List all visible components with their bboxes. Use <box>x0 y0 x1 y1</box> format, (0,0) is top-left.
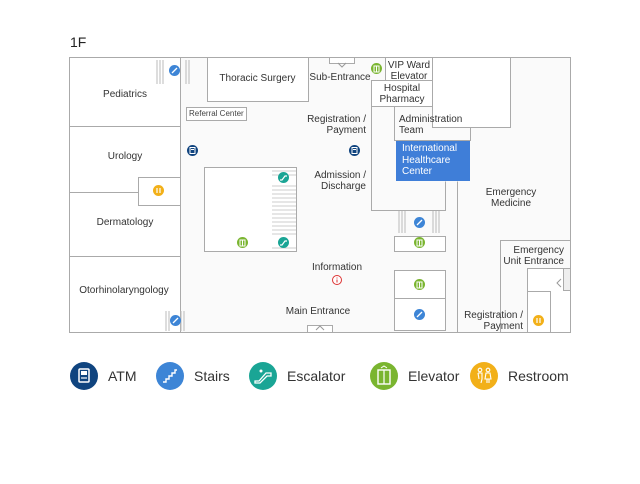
room-referral-center: Referral Center <box>186 107 247 121</box>
eue-line-2: Unit Entrance <box>503 256 564 267</box>
pharmacy-line-2: Pharmacy <box>379 94 425 105</box>
vip-line-1: VIP Ward <box>387 60 431 71</box>
room-administration-team: Administration Team <box>399 114 471 136</box>
em-line-2: Medicine <box>490 198 532 209</box>
reg-line-2: Payment <box>326 125 366 136</box>
stairs-icon <box>156 362 184 390</box>
legend-label: Restroom <box>508 368 569 384</box>
vip-line-2: Elevator <box>390 71 428 82</box>
elevator-icon <box>370 362 398 390</box>
elevator-icon[interactable] <box>371 63 382 74</box>
ihc-line-1: International <box>402 143 458 154</box>
stairs-icon[interactable] <box>414 309 425 320</box>
elevator-icon[interactable] <box>414 237 425 248</box>
room-registration-payment-emergency: Registration / Payment <box>455 310 523 332</box>
adm-line-2: Discharge <box>320 181 366 192</box>
restroom-icon[interactable] <box>153 185 164 196</box>
room-sub-entrance: Sub-Entrance <box>309 72 371 83</box>
pharmacy-line-1: Hospital <box>383 83 421 94</box>
room-pediatrics: Pediatrics <box>103 89 147 100</box>
room-vip-ward-elevator: VIP Ward Elevator <box>386 60 432 82</box>
floor-map: Pediatrics Urology Dermatology Otorhinol… <box>69 57 571 333</box>
stairs-icon[interactable] <box>414 217 425 228</box>
reg-em-line-2: Payment <box>483 321 523 332</box>
em-line-1: Emergency <box>485 187 537 198</box>
admin-line-1: Administration <box>399 114 463 125</box>
restroom-icon <box>470 362 498 390</box>
elevator-icon[interactable] <box>237 237 248 248</box>
stairs-icon[interactable] <box>170 315 181 326</box>
elevator-icon[interactable] <box>414 279 425 290</box>
ihc-line-2: Healthcare <box>402 154 451 166</box>
room-hospital-pharmacy: Hospital Pharmacy <box>372 83 432 105</box>
room-registration-payment: Registration / Payment <box>295 114 366 136</box>
room-otorhinolaryngology: Otorhinolaryngology <box>79 285 169 296</box>
floor-plan-walls <box>69 57 571 333</box>
escalator-icon <box>249 362 277 390</box>
legend-label: Stairs <box>194 368 230 384</box>
room-information: Information <box>311 262 363 273</box>
adm-line-1: Admission / <box>314 170 366 181</box>
restroom-icon[interactable] <box>533 315 544 326</box>
eue-line-1: Emergency <box>513 245 564 256</box>
admin-line-2: Team <box>399 125 424 136</box>
legend-label: Elevator <box>408 368 460 384</box>
room-urology: Urology <box>107 151 143 162</box>
room-international-healthcare-center[interactable]: International Healthcare Center <box>396 141 470 181</box>
legend: ATM Stairs Escalator Elevator Restroom <box>70 362 590 392</box>
escalator-icon[interactable] <box>278 172 289 183</box>
escalator-icon[interactable] <box>278 237 289 248</box>
atm-icon[interactable] <box>349 145 360 156</box>
atm-icon[interactable] <box>187 145 198 156</box>
room-admission-discharge: Admission / Discharge <box>300 170 366 192</box>
legend-label: ATM <box>108 368 137 384</box>
reg-em-line-1: Registration / <box>464 310 523 321</box>
atm-icon <box>70 362 98 390</box>
info-icon[interactable] <box>332 275 342 285</box>
room-dermatology: Dermatology <box>96 217 154 228</box>
reg-line-1: Registration / <box>307 114 366 125</box>
room-thoracic-surgery: Thoracic Surgery <box>219 73 296 84</box>
room-emergency-unit-entrance: Emergency Unit Entrance <box>494 245 564 267</box>
ihc-line-3: Center <box>402 166 433 177</box>
room-emergency-medicine: Emergency Medicine <box>476 187 546 209</box>
stairs-icon[interactable] <box>169 65 180 76</box>
floor-label: 1F <box>70 34 87 50</box>
room-main-entrance: Main Entrance <box>285 306 351 317</box>
legend-label: Escalator <box>287 368 346 384</box>
